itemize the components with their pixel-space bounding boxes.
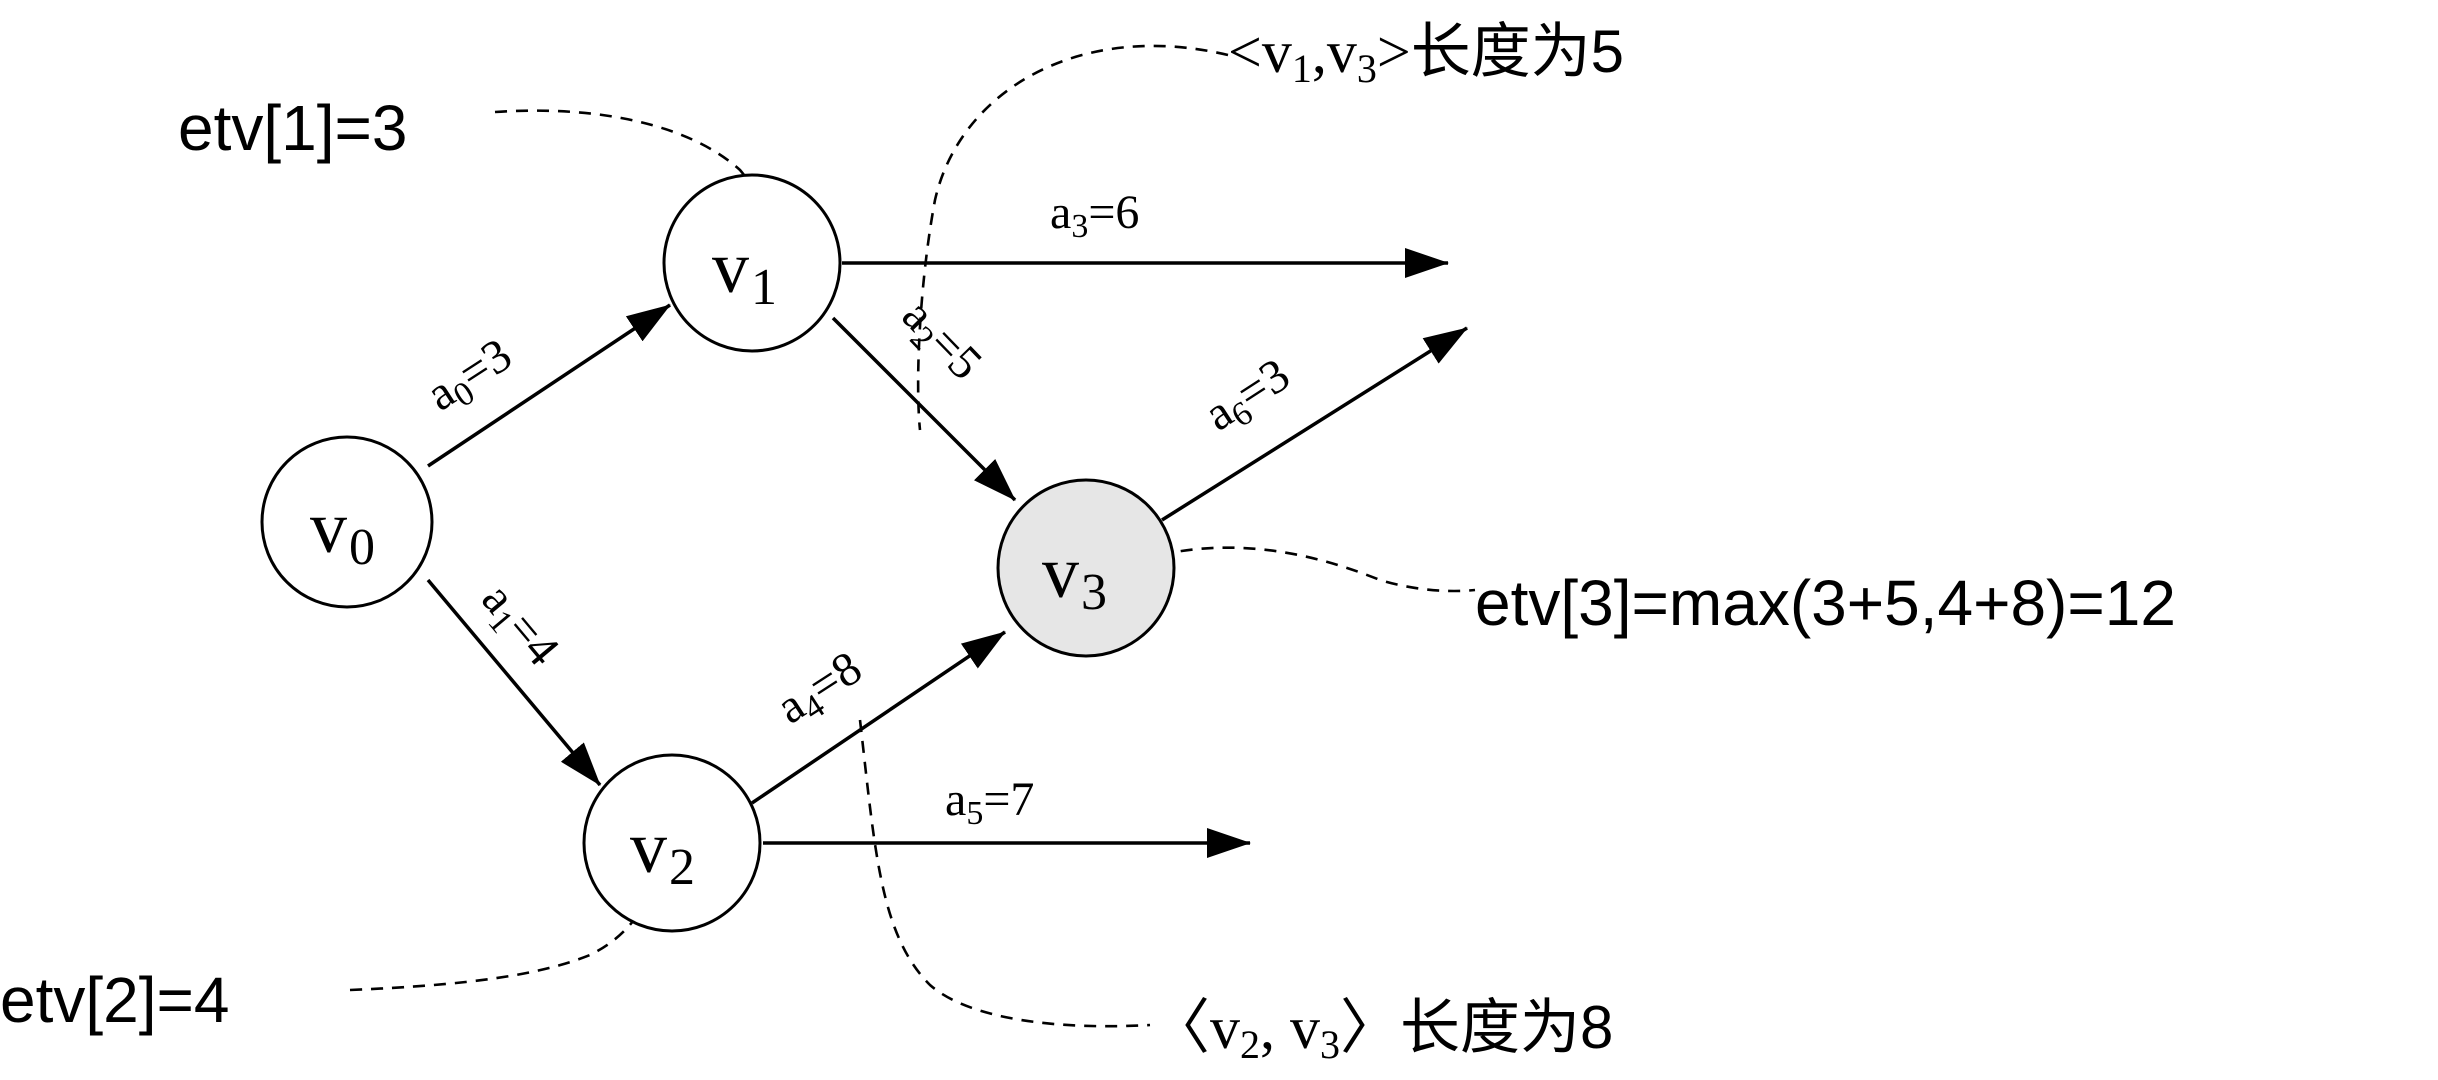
node-v1: v1 [662,173,842,353]
edge-v2-v3 [751,630,1006,805]
svg-text:v0: v0 [310,487,375,576]
leader-len13 [916,44,1229,431]
edge-label-a2: a2=5 [888,289,993,394]
svg-text:v1: v1 [712,227,777,316]
leader-etv3 [1159,546,1476,593]
edge-label-a6: a6=3 [1195,348,1302,446]
annotation-len13: <v1,v3>长度为5 [1228,18,1624,91]
edge-label-a5: a5=7 [945,773,1034,832]
leader-len23 [858,719,1151,1028]
edge-v3-out [1161,326,1468,522]
annotation-etv2: etv[2]=4 [0,964,230,1036]
edge-v0-v2 [426,578,602,787]
edge-label-a1: a1=4 [467,573,570,679]
svg-text:v3: v3 [1042,532,1107,621]
annotation-len23: 〈v2, v3〉长度为8 [1150,994,1613,1067]
annotation-etv3: etv[3]=max(3+5,4+8)=12 [1475,567,2176,639]
edge-v0-v1 [427,303,671,468]
edge-label-a3: a3=6 [1050,186,1139,245]
edge-label-a4: a4=8 [767,641,874,739]
node-v2: v2 [582,753,762,933]
svg-text:v2: v2 [630,807,695,896]
annotation-etv1: etv[1]=3 [178,92,408,164]
node-v3: v3 [996,478,1176,658]
node-v0: v0 [260,435,434,609]
edge-v1-v3 [831,316,1017,502]
